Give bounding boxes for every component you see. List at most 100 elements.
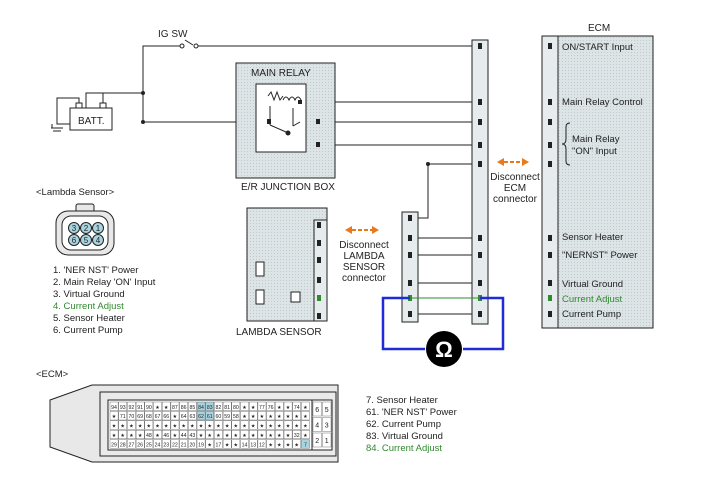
ecm-connector-cell bbox=[222, 420, 232, 430]
ecm-connector-cell bbox=[266, 430, 275, 440]
ecm-connector-cell bbox=[153, 411, 162, 421]
ecm-connector-cell bbox=[240, 430, 249, 440]
disconnect-lambda-line1: Disconnect bbox=[339, 240, 389, 251]
ig-sw-label: IG SW bbox=[158, 29, 188, 40]
ecm-connector-cell bbox=[231, 401, 241, 411]
ecm-connector-cell-label: ★ bbox=[216, 424, 221, 430]
ecm-connector-cell-label: 61 bbox=[207, 414, 213, 420]
lambda-sensor-label: LAMBDA SENSOR bbox=[236, 327, 322, 338]
ecm-connector-cell bbox=[292, 420, 302, 430]
disconnect-ecm-arrow-icon bbox=[497, 158, 529, 166]
ecm-connector-cell bbox=[153, 439, 162, 449]
ecm-connector-cell-label: 24 bbox=[155, 442, 161, 448]
ecm-label-on-start: ON/START Input bbox=[562, 42, 633, 53]
ecm-connector-cell-label: 17 bbox=[216, 442, 222, 448]
ecm-connector-cell-label: 83 bbox=[207, 405, 213, 411]
ecm-connector-cell-label: 81 bbox=[224, 405, 230, 411]
disconnect-lambda-arrow-icon bbox=[345, 226, 379, 234]
ecm-connector-cell bbox=[205, 439, 214, 449]
ecm-connector-cell-label: ★ bbox=[277, 433, 282, 439]
lambda-pin-4: 4. Current Adjust bbox=[53, 301, 124, 312]
ecm-connector-cell-label: ★ bbox=[155, 405, 160, 411]
disconnect-lambda-line2: LAMBDA bbox=[343, 251, 384, 262]
ecm-connector-cell-label: ★ bbox=[216, 433, 221, 439]
ecm-connector-cell-label: ★ bbox=[138, 424, 143, 430]
ecm-connector-cell bbox=[283, 401, 293, 411]
ecm-connector-cell bbox=[144, 420, 154, 430]
ecm-connector-cell-label: ★ bbox=[112, 424, 117, 430]
ecm-connector-cell-label: 46 bbox=[163, 433, 169, 439]
main-relay bbox=[255, 83, 307, 153]
ecm-connector-cell bbox=[266, 420, 275, 430]
ecm-connector-cell-label: ★ bbox=[155, 424, 160, 430]
ecm-connector-cell bbox=[188, 439, 197, 449]
ecm-connector-cell-label: ★ bbox=[251, 405, 256, 411]
ecm-connector-cell bbox=[144, 411, 154, 421]
ecm-connector-cell bbox=[135, 401, 145, 411]
ecm-connector-cell-label: ★ bbox=[225, 424, 230, 430]
ecm-side-cell-label: 5 bbox=[325, 407, 329, 414]
lambda-pin-3: 3. Virtual Ground bbox=[53, 289, 125, 300]
ecm-connector-cell-label: ★ bbox=[294, 424, 299, 430]
ecm-connector-cell bbox=[127, 401, 136, 411]
ecm-connector-cell-label: ★ bbox=[286, 424, 291, 430]
ecm-connector-cell-label: ★ bbox=[173, 433, 178, 439]
ecm-pin-62: 62. Current Pump bbox=[366, 419, 441, 430]
lambda-sensor-connector bbox=[313, 219, 328, 322]
ecm-connector-cell bbox=[240, 401, 249, 411]
lambda-pin-number: 1 bbox=[96, 224, 101, 233]
ecm-connector-cell bbox=[153, 401, 162, 411]
ecm-connector-cell bbox=[248, 420, 258, 430]
ecm-connector-cell bbox=[109, 401, 119, 411]
ecm-connector-cell bbox=[205, 430, 214, 440]
ecm-connector-cell-label: ★ bbox=[173, 424, 178, 430]
ecm-connector-cell bbox=[179, 420, 188, 430]
ecm-connector-cell-label: 20 bbox=[189, 442, 195, 448]
ecm-side-cell bbox=[312, 417, 322, 432]
ohmmeter-icon bbox=[426, 331, 462, 367]
ecm-connector-cell bbox=[283, 411, 293, 421]
ecm-connector-cell bbox=[240, 411, 249, 421]
ecm-pin-61: 61. 'NER NST' Power bbox=[366, 407, 457, 418]
ecm-connector-cell bbox=[161, 420, 171, 430]
ecm-connector-cell bbox=[179, 411, 188, 421]
ecm-connector-cell-label: 68 bbox=[146, 414, 152, 420]
ecm-connector-cell-label: 62 bbox=[198, 414, 204, 420]
ecm-connector-cell bbox=[161, 430, 171, 440]
ecm-connector-cell-label: 86 bbox=[181, 405, 187, 411]
ecm-connector-cell-label: ★ bbox=[225, 433, 230, 439]
ecm-connector-cell-label: ★ bbox=[268, 414, 273, 420]
ecm-connector-cell-label: ★ bbox=[268, 433, 273, 439]
ecm-connector-cell bbox=[118, 411, 127, 421]
ecm-connector-cell bbox=[109, 420, 119, 430]
ecm-connector-cell-label: ★ bbox=[286, 442, 291, 448]
ecm-pin-7: 7. Sensor Heater bbox=[366, 395, 438, 406]
ecm-connector-cell-label: ★ bbox=[277, 414, 282, 420]
ecm-connector-cell bbox=[118, 439, 127, 449]
ecm-connector-cell bbox=[161, 411, 171, 421]
ecm-connector-cell bbox=[188, 401, 197, 411]
ecm-label-nernst-power: "NERNST" Power bbox=[562, 250, 637, 261]
ecm-connector-cell-label: ★ bbox=[129, 433, 134, 439]
ecm-pin-84: 84. Current Adjust bbox=[366, 443, 442, 454]
ecm-connector-cell-label: ★ bbox=[138, 433, 143, 439]
ecm-connector-cell bbox=[222, 401, 232, 411]
disconnect-ecm-line2: ECM bbox=[504, 183, 526, 194]
ecm-connector-cell-label: ★ bbox=[242, 424, 247, 430]
ecm-connector-cell-label: ★ bbox=[120, 433, 125, 439]
main-relay-label: MAIN RELAY bbox=[251, 68, 311, 79]
ecm-pin-83: 83. Virtual Ground bbox=[366, 431, 443, 442]
ecm-connector-cell-label: 14 bbox=[242, 442, 248, 448]
lambda-sensor-section-title: <Lambda Sensor> bbox=[36, 187, 115, 198]
ecm-connector-cell-label: ★ bbox=[199, 433, 204, 439]
ecm-connector-cell-label: ★ bbox=[207, 424, 212, 430]
ecm-label-main-relay: Main Relay bbox=[572, 134, 620, 145]
ecm-connector-cell-label: 63 bbox=[189, 414, 195, 420]
ecm-connector-cell bbox=[240, 439, 249, 449]
ecm-connector-cell bbox=[170, 430, 180, 440]
lambda-harness-connector bbox=[401, 211, 419, 323]
ecm-connector-cell-label: ★ bbox=[234, 433, 239, 439]
ecm-connector-cell-label: ★ bbox=[173, 414, 178, 420]
ecm-connector-cell-label: 44 bbox=[181, 433, 187, 439]
ecm-connector-cell-label: ★ bbox=[251, 433, 256, 439]
